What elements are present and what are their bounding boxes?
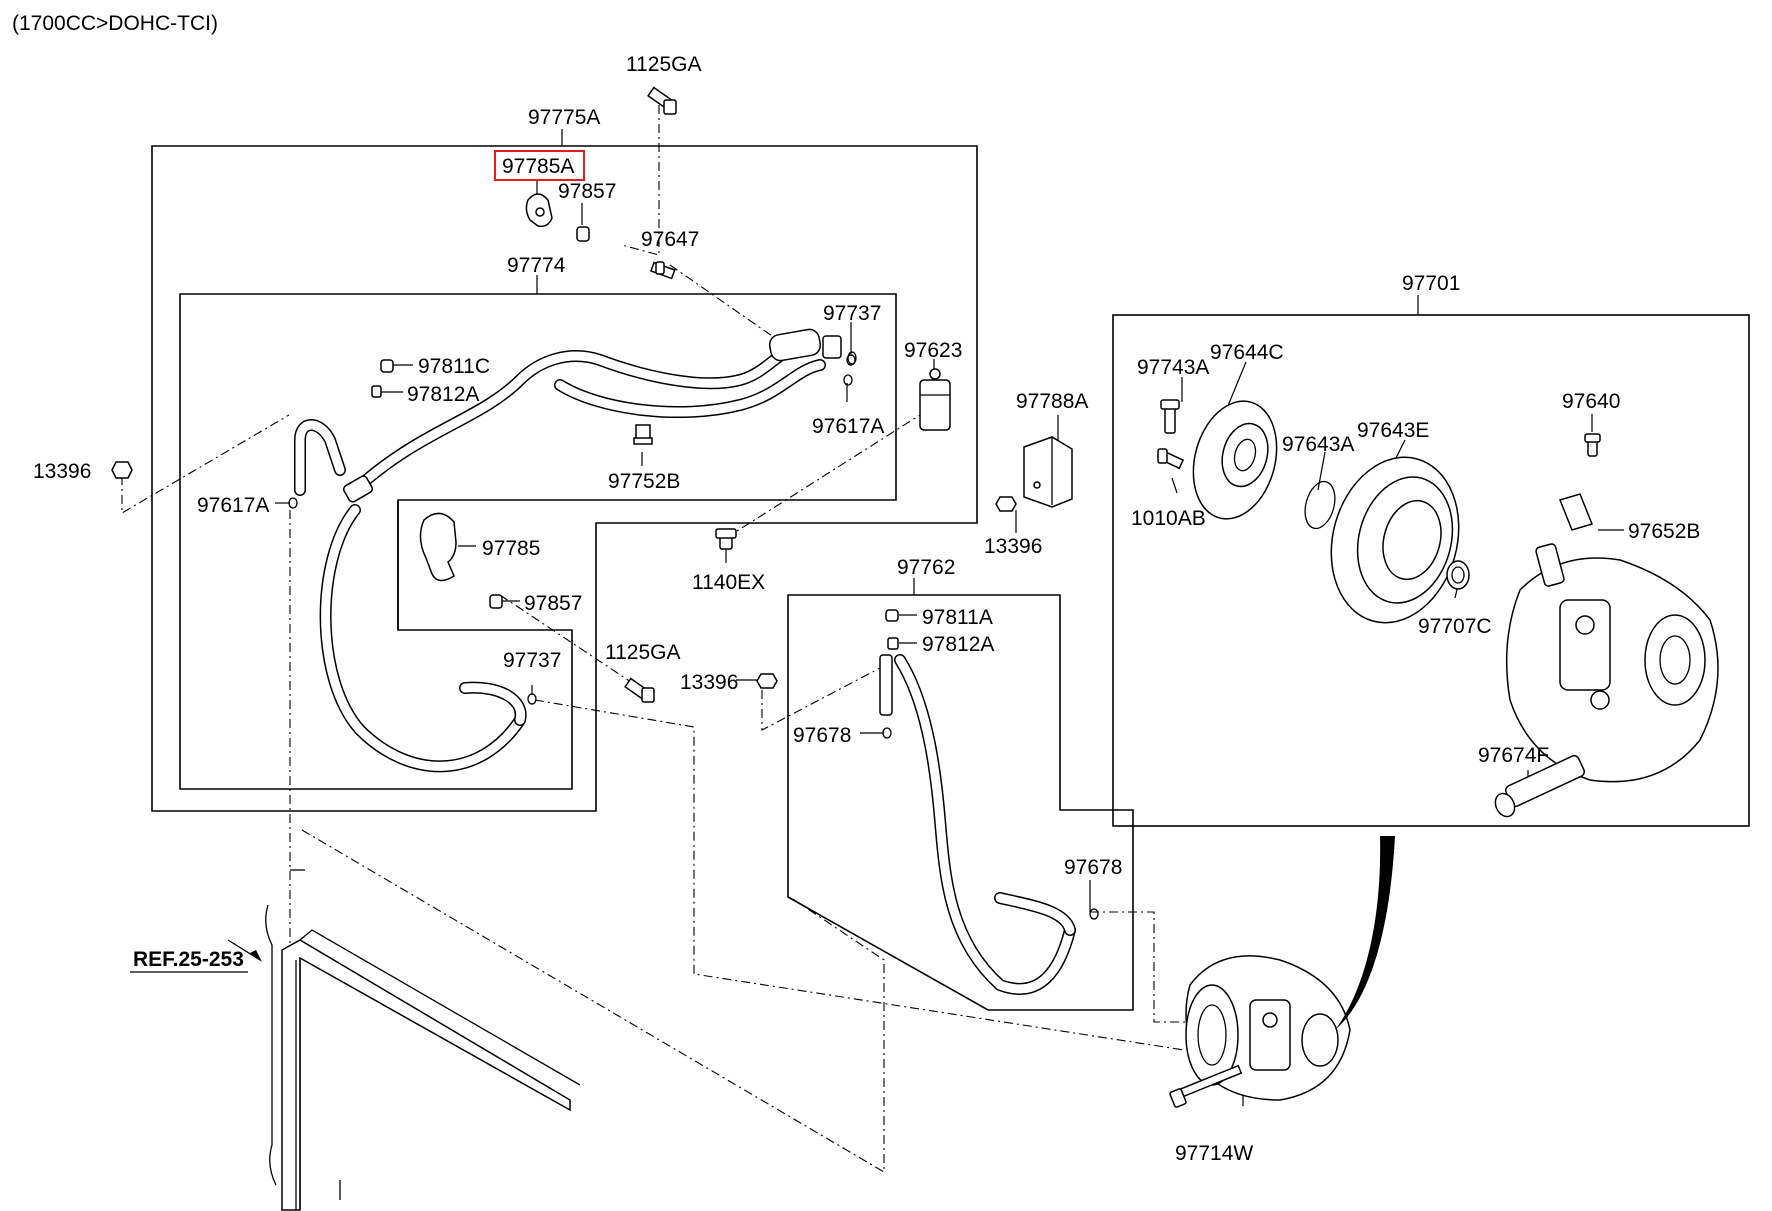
- oring-97617A-right-icon: [843, 354, 856, 386]
- label-97617A-right: 97617A: [812, 415, 884, 438]
- expansion-valve-97623-icon: [919, 368, 951, 431]
- bolt-97714W-icon: [1169, 1064, 1243, 1108]
- bolt-1125GA-top-icon: [647, 86, 677, 115]
- label-97617A-left: 97617A: [197, 494, 269, 517]
- label-97743A: 97743A: [1137, 356, 1209, 379]
- label-97678-left: 97678: [793, 724, 851, 747]
- bolt-1010AB-icon: [1157, 448, 1185, 470]
- label-1140EX: 1140EX: [692, 571, 765, 594]
- compressor-assembly-icon: [1185, 955, 1351, 1101]
- label-97674F: 97674F: [1478, 744, 1549, 767]
- clamp-97785A-icon: [525, 193, 553, 228]
- label-97678-right: 97678: [1064, 856, 1122, 879]
- cap-97811A-icon: [885, 609, 899, 622]
- bracket-97788A-icon: [1023, 436, 1073, 508]
- label-97752B: 97752B: [608, 470, 680, 493]
- label-97775A: 97775A: [528, 106, 600, 129]
- label-97857-top: 97857: [558, 180, 616, 203]
- label-97857-mid: 97857: [524, 592, 582, 615]
- oring-97617A-left-icon: [288, 497, 298, 509]
- oring-97737-top-icon: [847, 351, 857, 365]
- nut-13396-lower-icon: [756, 673, 778, 689]
- label-13396-mid: 13396: [984, 535, 1042, 558]
- bolt-1125GA-mid-icon: [624, 677, 655, 703]
- service-port-97752B-icon: [633, 424, 653, 445]
- label-13396-lower: 13396: [680, 671, 738, 694]
- ref-arrow-head: [250, 950, 262, 962]
- valve-core-97812A-icon: [371, 385, 382, 398]
- bolt-97743A-icon: [1160, 399, 1180, 434]
- label-97811C: 97811C: [418, 355, 490, 378]
- discharge-hose-97762-icon: [879, 654, 1076, 995]
- label-97647: 97647: [641, 228, 699, 251]
- belt-arrow-icon: [1335, 836, 1395, 1030]
- label-1010AB: 1010AB: [1131, 507, 1206, 530]
- group-box-97775A: [151, 145, 978, 812]
- bracket-97652B-icon: [1558, 493, 1594, 531]
- highlight-box-97785A: [494, 150, 585, 181]
- label-97762: 97762: [897, 556, 955, 579]
- cap-97811C-icon: [380, 359, 394, 373]
- label-97737-bottom: 97737: [503, 649, 561, 672]
- label-97785A: 97785A: [502, 155, 574, 178]
- nut-13396-mid-icon: [995, 496, 1017, 512]
- label-97812A-right: 97812A: [922, 633, 994, 656]
- bolt-97640-icon: [1584, 433, 1601, 457]
- nut-97857-mid-icon: [489, 594, 503, 609]
- label-97623: 97623: [904, 339, 962, 362]
- group-box-97701: [1112, 314, 1750, 827]
- suction-hose-97774-icon: [294, 328, 842, 773]
- label-97774: 97774: [507, 254, 566, 277]
- label-13396-left: 13396: [33, 460, 91, 483]
- oring-97678-right-icon: [1089, 908, 1099, 920]
- oring-97737-bottom-icon: [527, 693, 537, 705]
- label-97788A: 97788A: [1016, 390, 1088, 413]
- label-97707C: 97707C: [1418, 615, 1492, 638]
- ref-label: REF.25-253: [133, 948, 244, 971]
- label-97785: 97785: [482, 537, 540, 560]
- label-97640: 97640: [1562, 390, 1620, 413]
- label-97812A-top: 97812A: [407, 383, 479, 406]
- bolt-97647-icon: [649, 261, 676, 280]
- pressure-switch-97674F-icon: [1494, 755, 1586, 818]
- label-97701: 97701: [1402, 272, 1460, 295]
- dashed-reference-lines: [121, 105, 1185, 1210]
- label-97714W: 97714W: [1175, 1142, 1253, 1165]
- bearing-97707C-icon: [1446, 560, 1470, 590]
- group-box-97762: [787, 594, 1134, 1011]
- pulley-97643E-icon: [1330, 456, 1460, 624]
- condenser-icon: [265, 869, 581, 1211]
- clamp-97785-icon: [419, 512, 457, 582]
- snap-ring-97643A-icon: [1304, 480, 1336, 530]
- bolt-1140EX-icon: [715, 528, 737, 550]
- label-97652B: 97652B: [1628, 520, 1700, 543]
- oring-97678-left-icon: [882, 727, 892, 739]
- label-97644C: 97644C: [1210, 341, 1284, 364]
- nut-13396-left-icon: [111, 461, 133, 479]
- label-97737-top: 97737: [823, 302, 881, 325]
- valve-core-97812A-right-icon: [887, 637, 899, 650]
- label-97643A: 97643A: [1282, 433, 1354, 456]
- ref-arrow: [227, 939, 261, 961]
- nut-97857-top-icon: [576, 226, 590, 242]
- compressor-body-icon: [1505, 543, 1719, 783]
- label-1125GA-top: 1125GA: [626, 53, 702, 76]
- engine-spec-header: (1700CC>DOHC-TCI): [12, 12, 218, 35]
- label-97643E: 97643E: [1357, 419, 1429, 442]
- label-1125GA-mid: 1125GA: [605, 641, 681, 664]
- hub-plate-97644C-icon: [1192, 400, 1278, 520]
- label-97811A: 97811A: [922, 606, 993, 629]
